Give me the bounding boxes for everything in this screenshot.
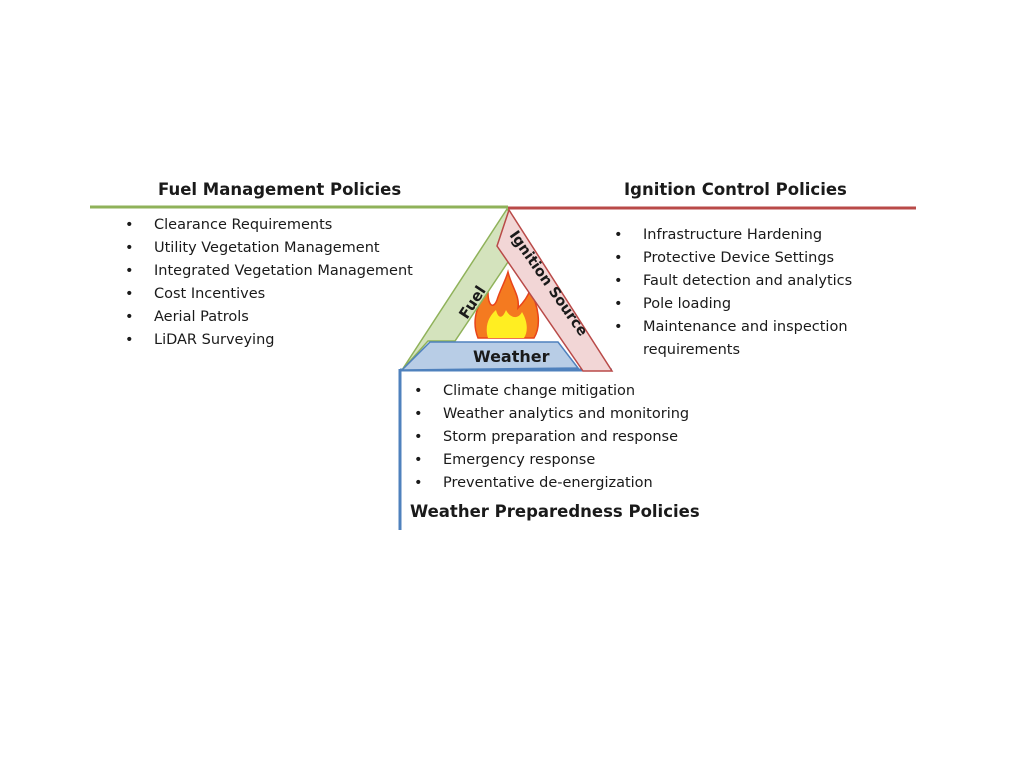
list-item: •Preventative de-energization <box>414 475 653 491</box>
weather-band <box>400 341 580 371</box>
fuel-policy-list: •Clearance Requirements •Utility Vegetat… <box>125 214 413 352</box>
list-item: •Integrated Vegetation Management <box>125 263 413 279</box>
ignition-policy-list: •Infrastructure Hardening •Protective De… <box>614 224 873 362</box>
list-item: •Weather analytics and monitoring <box>414 406 690 422</box>
list-item: •LiDAR Surveying <box>125 332 275 348</box>
fuel-heading: Fuel Management Policies <box>158 180 402 199</box>
item-text: Protective Device Settings <box>643 250 835 266</box>
list-item: •Maintenance and inspection requirements <box>614 319 848 358</box>
weather-label: Weather <box>473 347 550 366</box>
list-item: •Emergency response <box>414 452 596 468</box>
list-item: •Pole loading <box>614 296 732 312</box>
item-text: Weather analytics and monitoring <box>443 406 690 422</box>
item-text: Maintenance and inspection requirements <box>643 319 848 358</box>
ignition-heading: Ignition Control Policies <box>624 180 847 199</box>
item-text: Utility Vegetation Management <box>154 240 380 256</box>
item-text: Cost Incentives <box>154 286 266 302</box>
item-text: Storm preparation and response <box>443 429 679 445</box>
list-item: •Infrastructure Hardening <box>614 227 823 243</box>
item-text: Preventative de-energization <box>443 475 653 491</box>
item-text: Emergency response <box>443 452 596 468</box>
list-item: •Aerial Patrols <box>125 309 249 325</box>
list-item: •Fault detection and analytics <box>614 273 853 289</box>
item-text: Fault detection and analytics <box>643 273 853 289</box>
weather-heading: Weather Preparedness Policies <box>410 502 700 521</box>
list-item: •Protective Device Settings <box>614 250 835 266</box>
item-text: Aerial Patrols <box>154 309 249 325</box>
item-text: Climate change mitigation <box>443 383 636 399</box>
list-item: •Clearance Requirements <box>125 217 333 233</box>
list-item: •Utility Vegetation Management <box>125 240 380 256</box>
list-item: •Climate change mitigation <box>414 383 636 399</box>
list-item: •Cost Incentives <box>125 286 266 302</box>
item-text: Clearance Requirements <box>154 217 333 233</box>
item-text: Pole loading <box>643 296 732 312</box>
ignition-band <box>496 208 614 372</box>
weather-policy-list: •Climate change mitigation •Weather anal… <box>414 380 690 495</box>
list-item: •Storm preparation and response <box>414 429 679 445</box>
item-text: Infrastructure Hardening <box>643 227 823 243</box>
item-text: Integrated Vegetation Management <box>154 263 413 279</box>
item-text: LiDAR Surveying <box>154 332 275 348</box>
